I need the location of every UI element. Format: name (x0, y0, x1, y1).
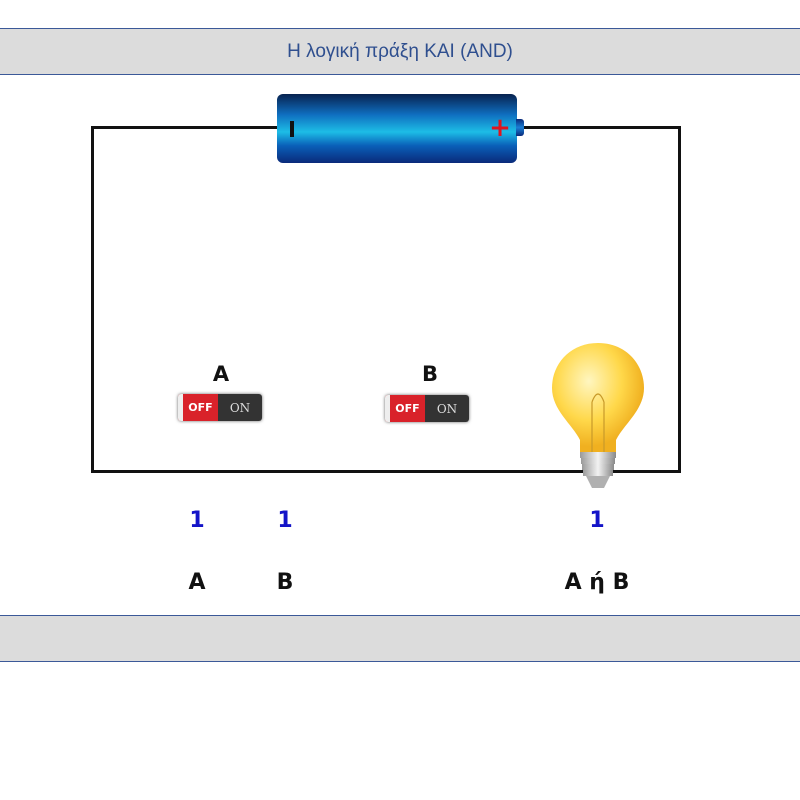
plus-sign-icon: + (489, 113, 511, 143)
page-title: Η λογική πράξη ΚΑΙ (AND) (287, 41, 513, 62)
switch-b-toggle[interactable]: OFF ON (385, 395, 469, 422)
value-result: 1 (589, 508, 605, 533)
battery-terminal (516, 119, 524, 136)
wire-bottom (91, 470, 681, 473)
battery-icon (277, 94, 517, 163)
wire-left (91, 126, 94, 473)
switch-b-label: B (421, 362, 438, 386)
switch-a-off: OFF (178, 394, 218, 421)
value-b: 1 (277, 508, 293, 533)
minus-sign-icon (290, 121, 294, 137)
wire-top-left (91, 126, 281, 129)
switch-a-label: A (212, 362, 230, 386)
light-bulb-icon (552, 343, 644, 488)
wire-right (678, 126, 681, 473)
switch-b-on: ON (425, 395, 469, 422)
switch-a-on: ON (218, 394, 262, 421)
footer-bar (0, 615, 800, 662)
name-b: B (276, 570, 294, 595)
name-result: A ή B (564, 570, 630, 595)
name-a: A (188, 570, 206, 595)
switch-b-off: OFF (385, 395, 425, 422)
value-a: 1 (189, 508, 205, 533)
wire-top-right (522, 126, 681, 129)
header-bar: Η λογική πράξη ΚΑΙ (AND) (0, 28, 800, 75)
switch-a-toggle[interactable]: OFF ON (178, 394, 262, 421)
